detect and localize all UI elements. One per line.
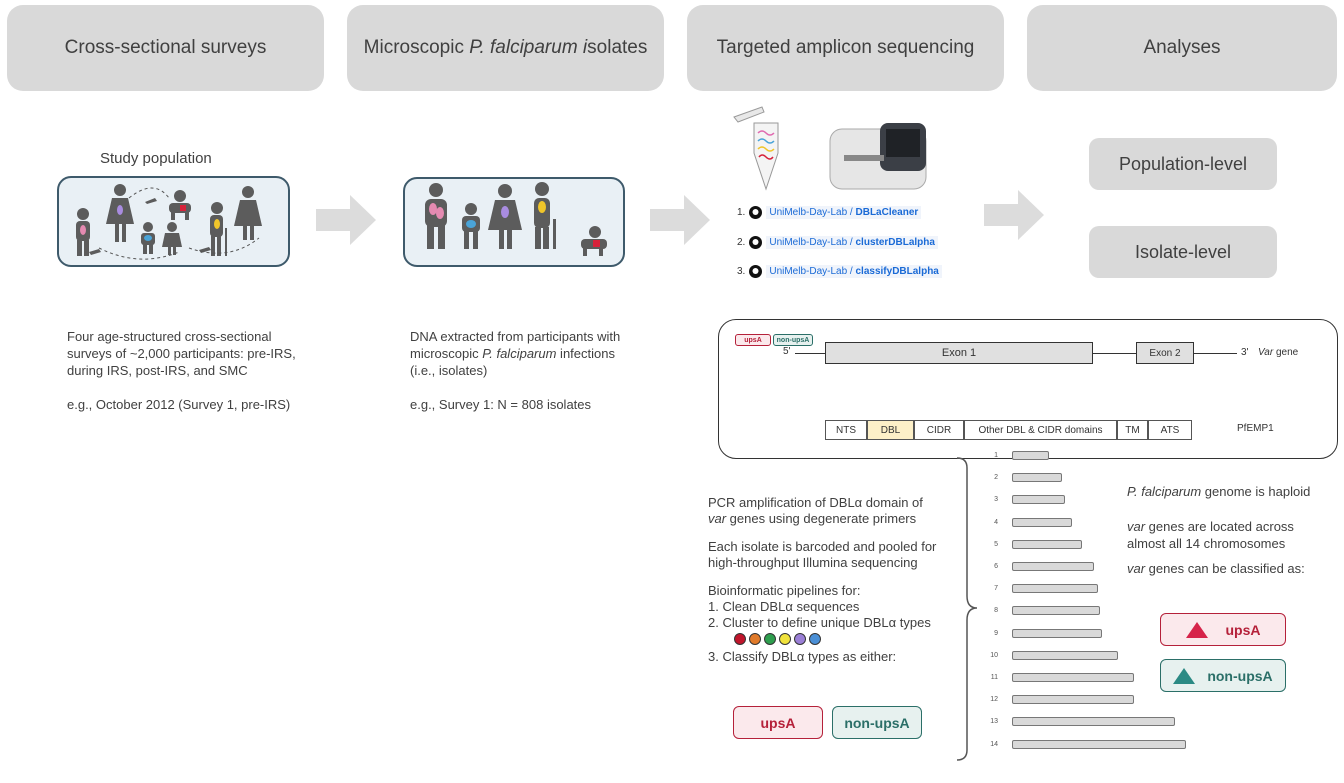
chromosome-bar bbox=[1012, 673, 1134, 682]
chromosome-bar bbox=[1012, 539, 1082, 549]
domain-nts: NTS bbox=[825, 420, 867, 440]
upsa-triangle-icon bbox=[1185, 621, 1208, 638]
chromosome-number: 9 bbox=[994, 629, 998, 637]
pipeline-link-3[interactable]: 3. UniMelb-Day-Lab / classifyDBLalpha bbox=[737, 265, 942, 278]
isolate-level-box: Isolate-level bbox=[1089, 226, 1277, 278]
five-prime-label: 5' bbox=[783, 346, 791, 357]
methods-upsa-tag: upsA bbox=[733, 706, 823, 739]
arrow-3 bbox=[984, 190, 1044, 240]
header-label: Targeted amplicon sequencing bbox=[716, 37, 975, 58]
header-label: Analyses bbox=[1143, 37, 1221, 58]
chromosome-bar bbox=[1012, 695, 1134, 705]
chromosome-bar bbox=[1012, 562, 1094, 571]
exon1-box: Exon 1 bbox=[825, 342, 1093, 364]
chromosome-bar bbox=[1012, 628, 1102, 638]
isolate-level-label: Isolate-level bbox=[1134, 241, 1232, 262]
chromosome-bar bbox=[1012, 739, 1186, 749]
github-icon bbox=[749, 206, 763, 219]
gene-upsa-tag: upsA bbox=[735, 334, 771, 346]
github-icon bbox=[749, 236, 763, 249]
people-illustration bbox=[76, 184, 262, 260]
dbla-type-dot bbox=[779, 633, 791, 645]
chromosome-bar bbox=[1012, 584, 1098, 594]
isolate-people-illustration bbox=[425, 182, 607, 256]
isolates-scene bbox=[403, 177, 625, 267]
population-level-label: Population-level bbox=[1118, 153, 1248, 174]
chromosome-number: 13 bbox=[990, 718, 998, 726]
study-population-label: Study population bbox=[100, 150, 212, 167]
chromosome-number: 10 bbox=[990, 651, 998, 659]
header-cross-sectional-surveys: Cross-sectional surveys bbox=[7, 5, 324, 91]
chromosome-number: 11 bbox=[990, 674, 998, 681]
chromosome-bar bbox=[1012, 606, 1100, 616]
facts-description: P. falciparum genome is haploid var gene… bbox=[1127, 484, 1311, 576]
dbla-type-dot bbox=[749, 633, 761, 645]
domain-cidr: CIDR bbox=[914, 420, 964, 440]
domain-ats: ATS bbox=[1148, 420, 1192, 440]
header-amplicon-sequencing: Targeted amplicon sequencing bbox=[687, 5, 1004, 91]
chromosome-number: 4 bbox=[994, 518, 998, 526]
chromosome-bar bbox=[1012, 451, 1049, 460]
domain-tm: TM bbox=[1117, 420, 1148, 440]
dbla-type-dot bbox=[809, 633, 821, 645]
chromosome-bar bbox=[1012, 473, 1062, 483]
chromosome-number: 7 bbox=[994, 585, 998, 593]
pipeline-link-2[interactable]: 2. UniMelb-Day-Lab / clusterDBLalpha bbox=[737, 236, 938, 249]
three-prime-label: 3' bbox=[1241, 347, 1249, 358]
header-label: Cross-sectional surveys bbox=[64, 37, 267, 58]
dbla-type-dot bbox=[764, 633, 776, 645]
chromosome-number: 14 bbox=[990, 740, 998, 748]
chromosome-number: 12 bbox=[990, 696, 998, 704]
chromosome-bar bbox=[1012, 717, 1175, 727]
facts-nonupsa-tag: non-upsA bbox=[1160, 659, 1286, 692]
gene-nonupsa-tag: non-upsA bbox=[773, 334, 813, 346]
chromosome-number: 5 bbox=[994, 540, 998, 548]
pipeline-link-1[interactable]: 1. UniMelb-Day-Lab / DBLaCleaner bbox=[737, 206, 922, 219]
chromosome-number: 6 bbox=[994, 563, 998, 570]
pfemp1-label: PfEMP1 bbox=[1237, 423, 1274, 434]
chromosome-number: 3 bbox=[994, 496, 998, 504]
header-isolates: Microscopic P. falciparum isolates bbox=[347, 5, 664, 91]
arrow-2 bbox=[650, 195, 710, 245]
nonupsa-triangle-icon bbox=[1173, 667, 1196, 684]
dbla-type-dots bbox=[708, 633, 968, 649]
exon2-box: Exon 2 bbox=[1136, 342, 1194, 364]
facts-upsa-tag: upsA bbox=[1160, 613, 1286, 646]
header-label: Microscopic P. falciparum isolates bbox=[363, 37, 648, 58]
chromosome-number: 2 bbox=[994, 474, 998, 482]
study-population-scene bbox=[57, 176, 290, 267]
bracket bbox=[956, 457, 978, 761]
var-gene-structure: upsA non-upsA 5' Exon 1 Exon 2 3' Var ge… bbox=[718, 319, 1338, 459]
domain-other: Other DBL & CIDR domains bbox=[964, 420, 1117, 440]
methods-nonupsa-tag: non-upsA bbox=[832, 706, 922, 739]
methods-description: PCR amplification of DBLα domain of var … bbox=[708, 495, 968, 665]
var-gene-label: Var gene bbox=[1258, 347, 1299, 358]
dbla-type-dot bbox=[734, 633, 746, 645]
dbla-type-dot bbox=[794, 633, 806, 645]
github-icon bbox=[749, 265, 763, 278]
header-analyses: Analyses bbox=[1027, 5, 1337, 91]
domain-dbl: DBL bbox=[867, 420, 914, 440]
arrow-1 bbox=[316, 195, 376, 245]
tube-and-sequencer-icon bbox=[733, 106, 927, 191]
surveys-description: Four age-structured cross-sectional surv… bbox=[67, 329, 296, 412]
population-level-box: Population-level bbox=[1089, 138, 1277, 190]
chromosome-number: 8 bbox=[994, 607, 998, 615]
chromosome-bar bbox=[1012, 517, 1072, 527]
chromosome-bar bbox=[1012, 495, 1065, 505]
chromosome-bar bbox=[1012, 650, 1118, 660]
chromosome-number: 1 bbox=[994, 452, 998, 459]
isolates-description: DNA extracted from participants with mic… bbox=[410, 329, 621, 412]
